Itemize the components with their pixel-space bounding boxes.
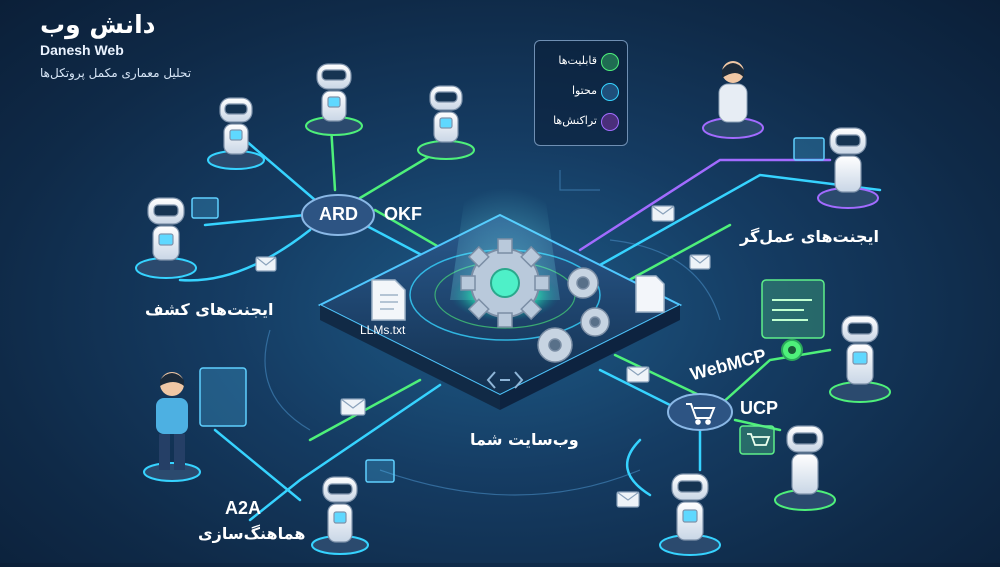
document-icon xyxy=(371,275,665,321)
gear-icon xyxy=(537,267,610,363)
discovery-agents-label: ایجنت‌های کشف xyxy=(145,300,274,319)
okf-label: OKF xyxy=(384,204,422,224)
document-icon xyxy=(601,83,619,101)
screen-panel xyxy=(191,137,825,483)
capabilities-card: قابلیت‌ها محتوا تراکنش‌ها xyxy=(534,40,628,146)
a2a-label: A2A xyxy=(225,498,262,518)
capability-row: محتوا xyxy=(535,81,627,103)
capability-row: تراکنش‌ها xyxy=(535,111,627,133)
background-network xyxy=(264,170,721,496)
transaction-icon xyxy=(601,113,619,131)
orchestration-label: هماهنگ‌سازی xyxy=(198,524,306,543)
capability-label: تراکنش‌ها xyxy=(553,114,597,127)
capability-label: محتوا xyxy=(571,84,597,97)
brand-title-fa: دانش وب xyxy=(40,10,156,39)
ard-label: ARD xyxy=(319,204,358,224)
capability-row: قابلیت‌ها xyxy=(535,51,627,73)
brand-title-en: Danesh Web xyxy=(40,42,124,58)
cart-icon xyxy=(686,403,716,425)
your-website-label: وب‌سایت شما xyxy=(470,430,579,449)
ucp-label: UCP xyxy=(740,398,779,418)
envelope-icon xyxy=(255,205,711,508)
cart-icon xyxy=(739,425,775,455)
robot-icon xyxy=(147,63,879,543)
code-icon xyxy=(486,371,524,389)
brand-subtitle: تحلیل معماری مکمل پروتکل‌ها xyxy=(40,66,192,80)
llms-txt-label: LLMs.txt xyxy=(360,323,406,337)
operator-agents-label: ایجنت‌های عمل‌گر xyxy=(740,227,880,246)
webmcp-screen xyxy=(761,279,825,361)
ucp-hub xyxy=(667,393,733,431)
pedestals xyxy=(135,116,891,556)
capability-label: قابلیت‌ها xyxy=(558,54,597,67)
gear-icon xyxy=(460,238,550,328)
person-icon xyxy=(156,61,748,470)
gear-icon xyxy=(601,53,619,71)
ard-hub xyxy=(301,194,375,236)
